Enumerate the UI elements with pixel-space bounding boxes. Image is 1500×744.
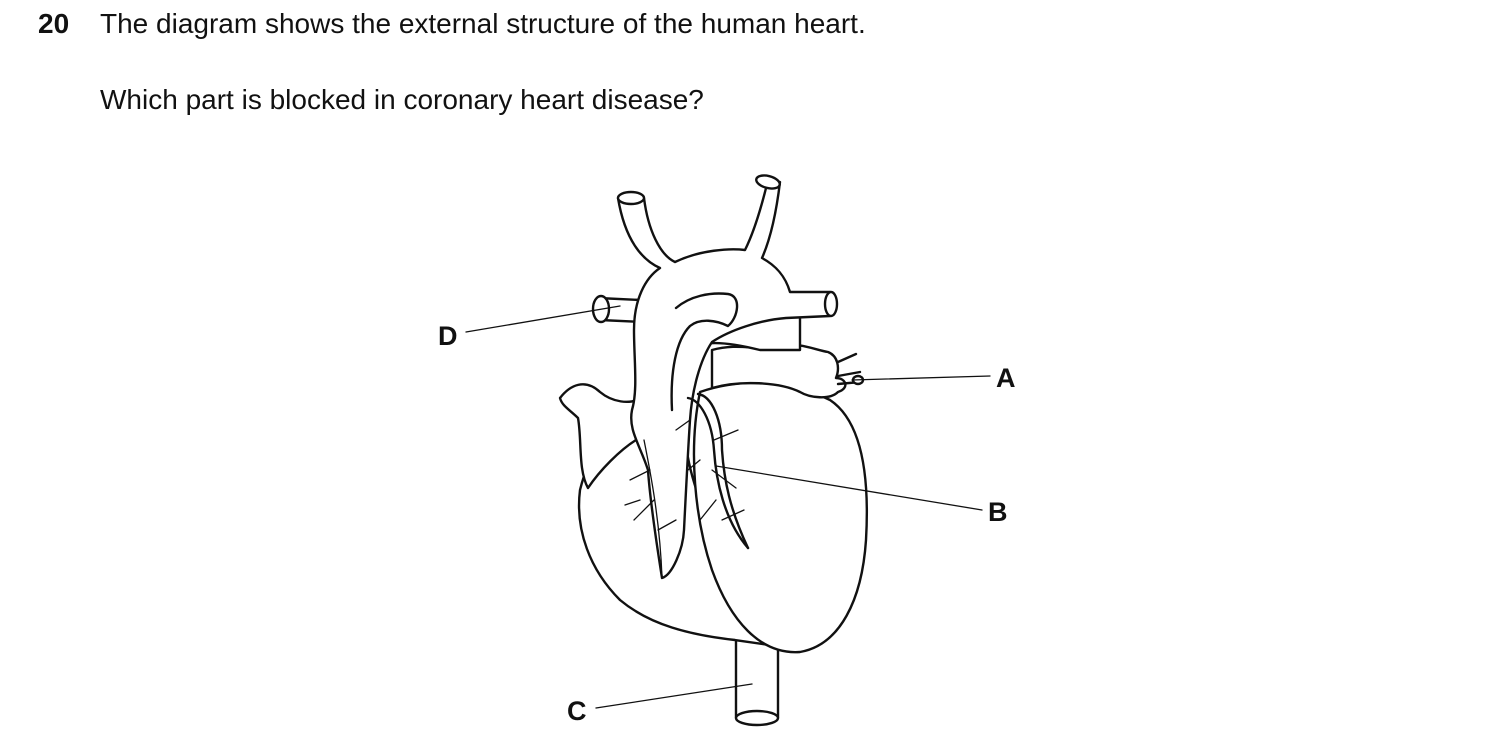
leader-line-b <box>715 465 983 511</box>
leader-line-c <box>595 683 753 709</box>
question-stem: The diagram shows the external structure… <box>100 8 866 39</box>
superior-vena-cava <box>558 383 642 490</box>
label-c: C <box>567 696 587 726</box>
label-leaders <box>465 305 991 709</box>
label-d: D <box>438 321 458 351</box>
question-number: 20 <box>38 8 70 39</box>
coronary-artery <box>624 392 750 579</box>
inferior-vena-cava <box>734 638 780 727</box>
label-b: B <box>988 497 1008 527</box>
label-a: A <box>996 363 1016 393</box>
question-prompt: Which part is blocked in coronary heart … <box>100 84 704 115</box>
leader-line-d <box>465 305 621 333</box>
leader-line-a <box>851 375 991 381</box>
